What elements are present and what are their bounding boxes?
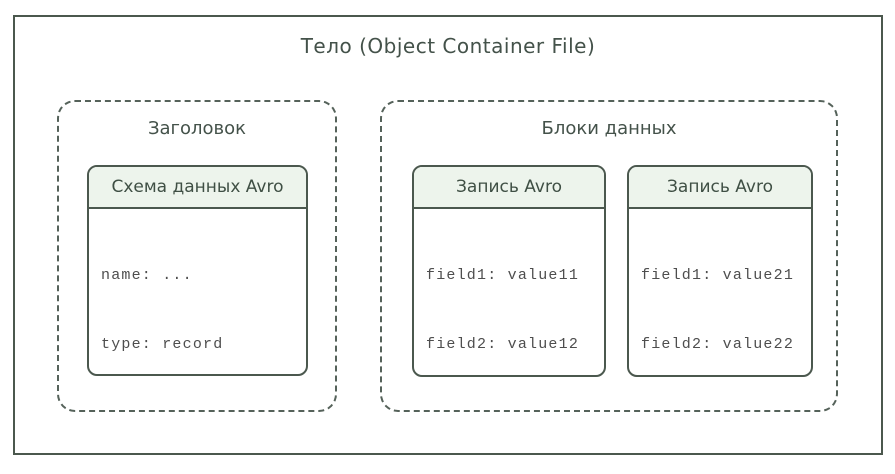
avro-schema-box: Схема данных Avro name: ... type: record… — [87, 165, 308, 376]
data-blocks-section-box: Блоки данных Запись Avro field1: value11… — [380, 100, 838, 412]
avro-record-box-2-content: field1: value21 field2: value22 ... [sys… — [629, 209, 811, 375]
header-section-box: Заголовок Схема данных Avro name: ... ty… — [57, 100, 337, 412]
object-container-file-box: Тело (Object Container File) Заголовок С… — [13, 15, 883, 455]
avro-record-box-2: Запись Avro field1: value21 field2: valu… — [627, 165, 813, 377]
header-section-title: Заголовок — [147, 118, 247, 139]
avro-schema-box-content: name: ... type: record field1: datatype1… — [89, 209, 306, 374]
avro-record-box-1-content: field1: value11 field2: value12 ... [sys… — [414, 209, 604, 375]
avro-record-box-1: Запись Avro field1: value11 field2: valu… — [412, 165, 606, 377]
data-blocks-section-title: Блоки данных — [541, 118, 677, 139]
diagram-title: Тело (Object Container File) — [300, 34, 596, 58]
record-line: field2: value12 — [426, 336, 580, 353]
avro-record-box-2-title: Запись Avro — [629, 167, 811, 209]
schema-line: name: ... — [101, 267, 193, 284]
record-line: field2: value22 — [641, 336, 795, 353]
avro-schema-box-title: Схема данных Avro — [89, 167, 306, 209]
record-line: field1: value11 — [426, 267, 580, 284]
schema-line: type: record — [101, 336, 224, 353]
avro-record-box-1-title: Запись Avro — [414, 167, 604, 209]
record-line: field1: value21 — [641, 267, 795, 284]
